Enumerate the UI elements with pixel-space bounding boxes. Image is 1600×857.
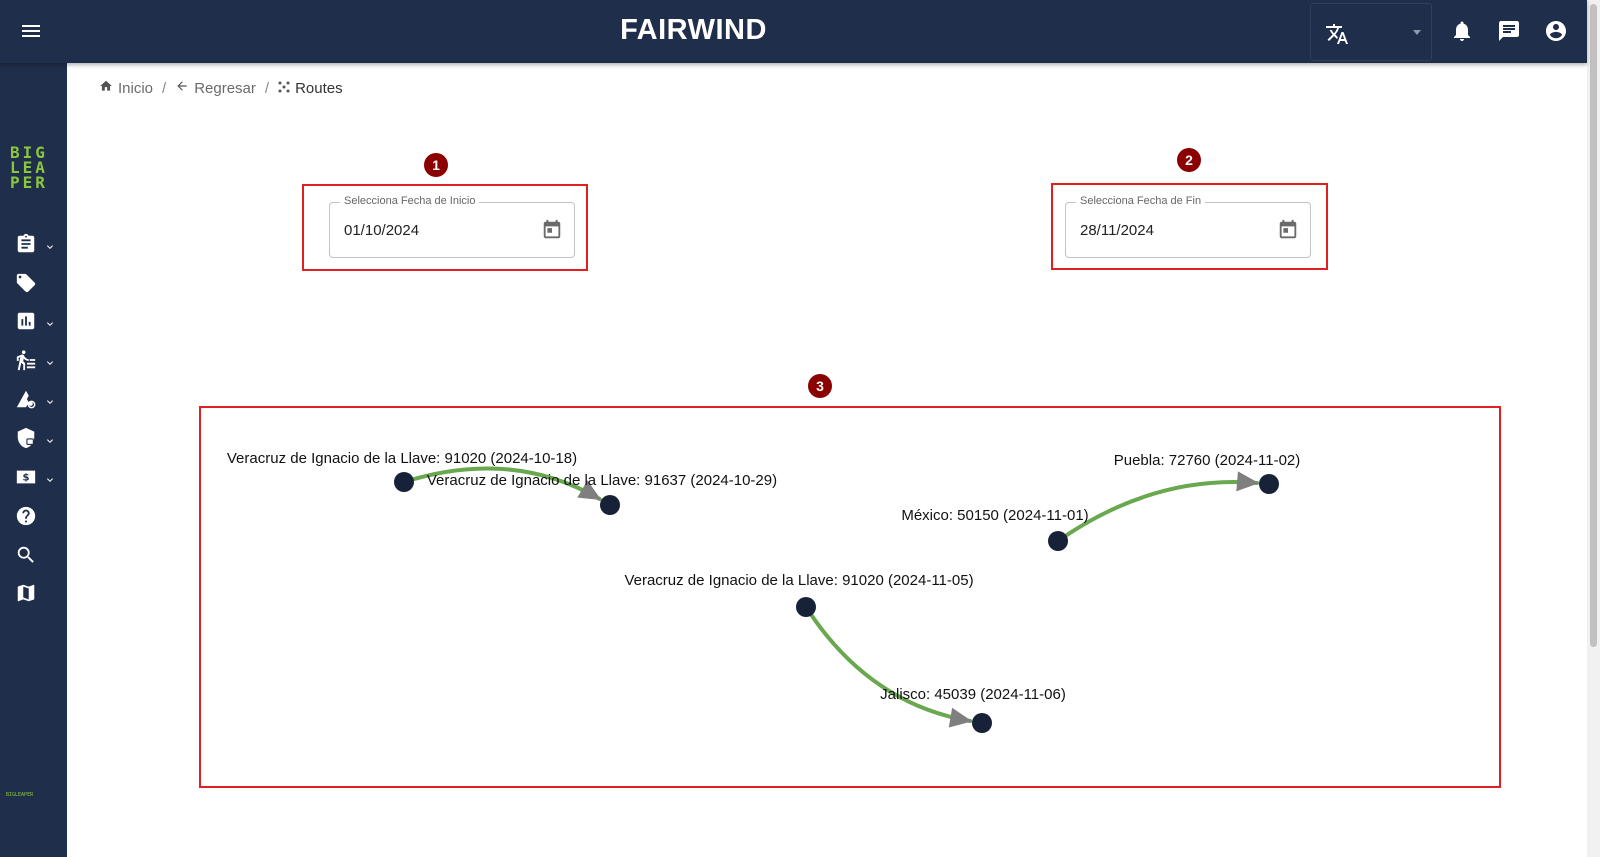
highlight-box-routes-graph [199,406,1501,788]
sidebar-item-finance[interactable]: $ [15,466,59,492]
routes-graph-canvas[interactable]: Veracruz de Ignacio de la Llave: 91020 (… [199,406,1501,788]
calendar-icon[interactable] [1277,219,1299,246]
end-date-label: Selecciona Fecha de Fin [1076,195,1206,207]
breadcrumb-back-label: Regresar [194,79,256,97]
menu-icon[interactable] [18,19,44,43]
highlight-box-end-date [1051,183,1328,270]
road-settings-icon [15,390,37,414]
route-node-label: Jalisco: 45039 (2024-11-06) [880,686,1066,703]
app-title: FAIRWIND [620,14,767,46]
breadcrumb: Inicio / Regresar / Routes [99,78,343,98]
translate-icon [1325,22,1349,51]
sidebar-item-reports[interactable] [15,233,59,259]
route-node[interactable] [600,495,620,515]
sidebar-item-route-settings[interactable] [15,388,59,414]
svg-text:$: $ [22,473,29,484]
breadcrumb-home-label: Inicio [118,79,154,97]
chevron-down-icon [43,473,57,491]
sidebar-item-map[interactable] [15,582,59,608]
sidebar-footer-brand: BIGLEAPER [6,792,34,798]
account-icon[interactable] [1544,19,1568,43]
breadcrumb-current-label: Routes [295,79,343,97]
sidebar-item-tags[interactable] [15,272,59,298]
chevron-down-icon [43,395,57,413]
map-icon [15,584,37,608]
chevron-down-icon [43,356,57,374]
calendar-icon[interactable] [541,219,563,246]
sidebar-item-analytics[interactable] [15,310,59,336]
route-node-label: Veracruz de Ignacio de la Llave: 91020 (… [227,450,577,467]
sidebar-item-help[interactable] [15,505,59,531]
biglepaer-logo: BIG LEA PER [10,143,48,192]
route-node-label: Puebla: 72760 (2024-11-02) [1114,452,1301,469]
page-scrollbar[interactable] [1587,0,1600,857]
route-arrowhead [948,707,973,728]
help-icon [15,506,37,531]
breadcrumb-back[interactable]: Regresar [175,79,256,97]
home-icon [99,79,113,97]
breadcrumb-home[interactable]: Inicio [99,79,153,97]
routes-graph[interactable]: Veracruz de Ignacio de la Llave: 91020 (… [199,406,1501,788]
start-date-value: 01/10/2024 [344,222,420,239]
annotation-marker-1: 1 [424,153,448,177]
bell-icon[interactable] [1450,19,1474,43]
end-date-value: 28/11/2024 [1080,222,1154,239]
annotation-marker-3: 3 [808,374,832,398]
clipboard-icon [15,233,37,259]
route-node[interactable] [796,597,816,617]
sidebar [0,63,67,857]
chevron-down-icon [1413,30,1421,35]
end-date-field[interactable]: Selecciona Fecha de Fin 28/11/2024 [1065,195,1311,258]
scrollbar-thumb[interactable] [1590,4,1597,647]
sidebar-item-search[interactable] [15,544,59,570]
start-date-field[interactable]: Selecciona Fecha de Inicio 01/10/2024 [329,195,575,258]
route-node[interactable] [1259,474,1279,494]
chevron-down-icon [43,317,57,335]
start-date-label: Selecciona Fecha de Inicio [340,195,480,207]
route-arrowhead [1236,471,1260,492]
route-node[interactable] [972,713,992,733]
route-node-label: México: 50150 (2024-11-01) [901,507,1088,524]
highlight-box-start-date [302,184,588,271]
route-node[interactable] [1048,531,1068,551]
bar-chart-icon [15,312,37,336]
walker-list-icon [15,350,37,375]
breadcrumb-current: Routes [278,80,343,97]
annotation-marker-2: 2 [1177,148,1201,172]
route-node-label: Veracruz de Ignacio de la Llave: 91020 (… [624,572,973,589]
chat-icon[interactable] [1497,19,1521,43]
breadcrumb-separator: / [264,79,270,97]
route-node-label: Veracruz de Ignacio de la Llave: 91637 (… [427,472,777,489]
route-edge[interactable] [804,605,973,723]
route-edge[interactable] [402,466,602,501]
tag-icon [15,273,37,298]
language-selector[interactable] [1310,3,1432,61]
chevron-down-icon [43,240,57,258]
money-icon: $ [15,470,37,492]
arrow-back-icon [175,79,189,97]
routes-icon [278,80,290,97]
route-node[interactable] [394,472,414,492]
route-arrowhead [577,480,602,500]
search-icon [15,546,37,570]
route-edge[interactable] [1056,480,1260,543]
chevron-down-icon [43,434,57,452]
sidebar-item-operators[interactable] [15,349,59,375]
breadcrumb-separator: / [162,79,167,97]
shield-lock-icon [15,427,37,453]
sidebar-item-security[interactable] [15,427,59,453]
top-app-bar: FAIRWIND [0,0,1587,63]
